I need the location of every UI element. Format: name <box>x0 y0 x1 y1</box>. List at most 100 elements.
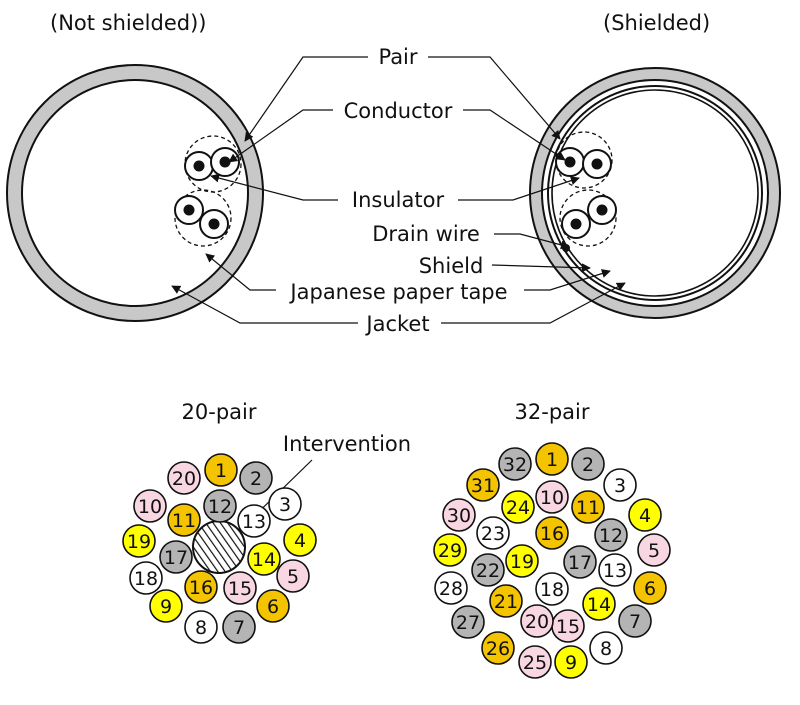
pair-circle <box>589 631 623 665</box>
pair-circle <box>451 605 485 639</box>
shielded-title: (Shielded) <box>603 11 710 35</box>
pair-number: 22 <box>476 560 500 582</box>
pair-circle <box>223 571 257 605</box>
pair-number: 2 <box>582 454 594 476</box>
pair-circle <box>535 442 569 476</box>
pair-circle <box>598 553 632 587</box>
pair-number: 2 <box>250 468 262 490</box>
pair-circle <box>618 604 652 638</box>
pair-circle <box>237 504 271 538</box>
pair-circle <box>554 645 588 679</box>
pair-number: 11 <box>172 510 196 532</box>
pair-number: 10 <box>540 487 564 509</box>
shield-layer <box>547 85 763 301</box>
pair-number: 7 <box>629 611 641 633</box>
pair-number: 14 <box>252 549 276 571</box>
pair-circle <box>571 447 605 481</box>
pair-circle <box>222 610 256 644</box>
conductor <box>591 158 603 170</box>
pair-number: 13 <box>242 511 266 533</box>
label-pair: Pair <box>378 45 417 69</box>
pair-number: 32 <box>503 454 527 476</box>
pair-number: 20 <box>525 611 549 633</box>
conductor <box>564 156 576 168</box>
pair-circle <box>505 544 539 578</box>
pair-circle <box>637 533 671 567</box>
pair-number: 5 <box>287 566 299 588</box>
pair-circle <box>520 604 554 638</box>
pair-number: 4 <box>294 530 306 552</box>
pair-circle <box>489 584 523 618</box>
pair-circle <box>442 498 476 532</box>
pair-circle <box>239 461 273 495</box>
pair-number: 8 <box>195 617 207 639</box>
pair-number: 3 <box>279 494 291 516</box>
pair-number: 1 <box>215 460 227 482</box>
conductor <box>193 160 205 172</box>
pair-number: 31 <box>471 475 495 497</box>
pair-number: 17 <box>568 552 592 574</box>
pair-circle <box>203 489 237 523</box>
pair-circle <box>268 487 302 521</box>
pair-circle <box>603 468 637 502</box>
pair-circle <box>247 542 281 576</box>
pair-circle <box>633 571 667 605</box>
pair-number: 15 <box>228 578 252 600</box>
shielded-cable <box>529 67 781 319</box>
pair-circle <box>518 645 552 679</box>
pair-number: 24 <box>506 497 530 519</box>
pair-circle <box>466 468 500 502</box>
pair-number: 12 <box>599 525 623 547</box>
pair-number: 10 <box>138 496 162 518</box>
paper-tape-layer <box>551 89 759 297</box>
jacket-inner <box>21 79 249 307</box>
intervention-filler <box>192 520 246 574</box>
pair-circle <box>571 490 605 524</box>
pair-number: 25 <box>523 652 547 674</box>
label-jacket: Jacket <box>364 312 429 336</box>
pair-circle <box>498 447 532 481</box>
pair-number: 16 <box>189 577 213 599</box>
pair-circle <box>276 559 310 593</box>
pair-number: 14 <box>587 594 611 616</box>
conductor <box>596 204 608 216</box>
pair-number: 21 <box>494 591 518 613</box>
conductor <box>570 218 582 230</box>
pair-circle <box>563 545 597 579</box>
label-shield: Shield <box>419 254 484 278</box>
conductor <box>208 218 220 230</box>
pair-number: 9 <box>565 652 577 674</box>
pair-number: 23 <box>481 523 505 545</box>
pair-number: 6 <box>644 578 656 600</box>
pair-circle <box>122 524 156 558</box>
not-shielded-cable <box>6 64 264 322</box>
label-conductor: Conductor <box>344 99 453 123</box>
pair-circle <box>582 587 616 621</box>
label-drain-wire: Drain wire <box>372 222 480 246</box>
pair-circle <box>628 498 662 532</box>
pair-boundary <box>559 189 617 247</box>
pair-number: 20 <box>172 468 196 490</box>
pair-circle <box>159 540 193 574</box>
conductor <box>219 156 231 168</box>
pair-number: 30 <box>447 505 471 527</box>
pair-number: 27 <box>456 612 480 634</box>
pair-circle <box>501 490 535 524</box>
pair-circle <box>167 503 201 537</box>
pair-circle <box>256 589 290 623</box>
pair-number: 17 <box>164 547 188 569</box>
pair-circle <box>481 631 515 665</box>
pair-number: 8 <box>600 638 612 660</box>
pair-number: 15 <box>556 616 580 638</box>
label-paper-tape: Japanese paper tape <box>288 280 507 304</box>
pair-number: 28 <box>439 578 463 600</box>
pair-circle <box>204 453 238 487</box>
pair-number: 19 <box>127 531 151 553</box>
pair-circle <box>433 533 467 567</box>
pair-number: 13 <box>603 560 627 582</box>
pair-number: 11 <box>576 497 600 519</box>
label-intervention: Intervention <box>283 432 411 456</box>
pair-circle <box>535 572 569 606</box>
